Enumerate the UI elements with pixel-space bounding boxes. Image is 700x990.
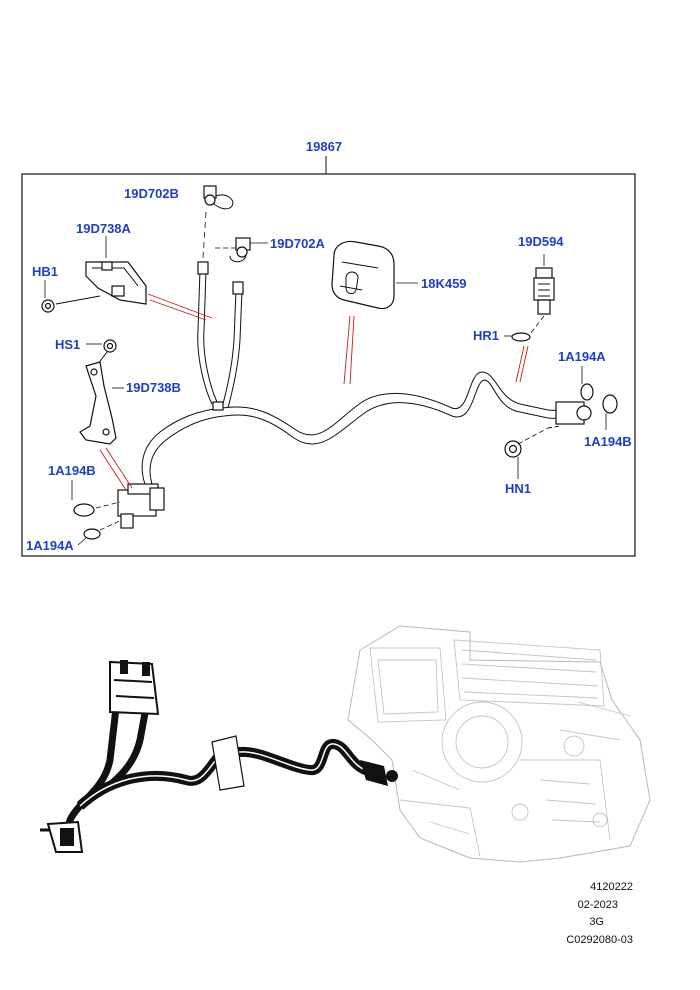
bracket-19d738a bbox=[41, 236, 147, 313]
footer-version: 3G bbox=[589, 916, 604, 928]
bracket-19d738b bbox=[79, 339, 124, 445]
label-1a194b-right: 1A194B bbox=[584, 434, 632, 449]
nut-hn1 bbox=[504, 427, 549, 479]
label-19d738a: 19D738A bbox=[76, 221, 132, 236]
hvac-unit-ghost bbox=[347, 625, 651, 863]
cap-19d702b bbox=[202, 185, 234, 259]
insulator-18k459 bbox=[331, 240, 418, 310]
assembly-frame bbox=[21, 173, 636, 557]
footer-info: 4120222 02-2023 3G C0292080-03 bbox=[566, 881, 633, 946]
exploded-view: 19867 19D702B 19D738A 19D702A 19D594 HB1… bbox=[21, 139, 636, 557]
label-hn1: HN1 bbox=[505, 481, 531, 496]
cap-19d702a bbox=[214, 237, 268, 263]
installed-view bbox=[40, 625, 651, 863]
label-hb1: HB1 bbox=[32, 264, 58, 279]
label-hs1: HS1 bbox=[55, 337, 80, 352]
label-19d702a: 19D702A bbox=[270, 236, 326, 251]
pipe-assembly bbox=[117, 261, 592, 529]
installed-pipes bbox=[40, 660, 398, 853]
sensor-19d594 bbox=[504, 254, 555, 342]
label-19d738b: 19D738B bbox=[126, 380, 181, 395]
label-1a194a-right: 1A194A bbox=[558, 349, 606, 364]
footer-code: 4120222 bbox=[590, 881, 633, 893]
o-rings-right bbox=[580, 366, 618, 430]
footer-date: 02-2023 bbox=[578, 899, 618, 911]
o-rings-left bbox=[71, 480, 123, 546]
label-19d702b: 19D702B bbox=[124, 186, 179, 201]
label-1a194a-left: 1A194A bbox=[26, 538, 74, 553]
footer-reference: C0292080-03 bbox=[566, 934, 633, 946]
label-19d594: 19D594 bbox=[518, 234, 564, 249]
label-19867: 19867 bbox=[306, 139, 342, 154]
red-leaders bbox=[99, 293, 529, 491]
label-hr1: HR1 bbox=[473, 328, 499, 343]
label-1a194b-left: 1A194B bbox=[48, 463, 96, 478]
label-18k459: 18K459 bbox=[421, 276, 467, 291]
